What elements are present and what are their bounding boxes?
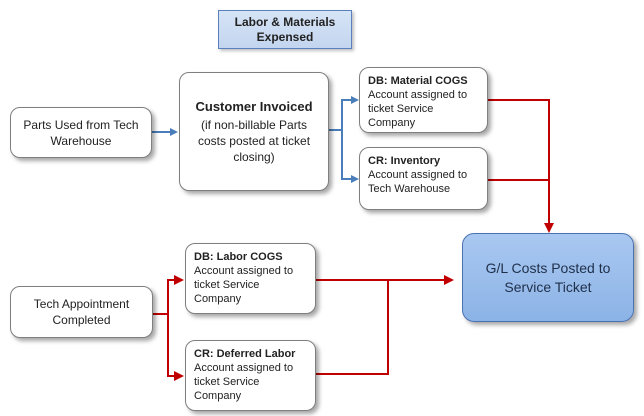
arrow-tech-split [153, 279, 176, 377]
node-db-labor-cogs-heading: DB: Labor COGS [194, 251, 283, 263]
node-tech-appointment-label: Tech Appointment Completed [33, 297, 130, 327]
node-db-material-cogs-body: Account assigned to ticket Service Compa… [368, 89, 468, 129]
node-gl-costs-label: G/L Costs Posted to Service Ticket [485, 259, 611, 295]
node-db-labor-cogs-body: Account assigned to ticket Service Compa… [194, 265, 294, 305]
arrow-labor-to-gl [316, 279, 389, 375]
node-db-material-cogs-heading: DB: Material COGS [368, 75, 468, 87]
node-customer-invoiced-heading: Customer Invoiced [195, 98, 313, 114]
node-db-material-cogs: DB: Material COGS Account assigned to ti… [359, 67, 488, 133]
node-cr-deferred-labor-body: Account assigned to ticket Service Compa… [194, 362, 294, 402]
node-gl-costs: G/L Costs Posted to Service Ticket [462, 233, 634, 322]
node-tech-appointment: Tech Appointment Completed [10, 286, 153, 338]
node-cr-inventory: CR: Inventory Account assigned to Tech W… [359, 147, 488, 210]
node-customer-invoiced: Customer Invoiced (if non-billable Parts… [179, 72, 329, 191]
node-cr-inventory-body: Account assigned to Tech Warehouse [368, 169, 468, 195]
node-cr-deferred-labor: CR: Deferred Labor Account assigned to t… [185, 340, 316, 411]
arrow-material-to-gl [488, 99, 550, 222]
node-customer-invoiced-note: (if non-billable Parts costs posted at t… [197, 117, 311, 164]
diagram-title: Labor & Materials Expensed [218, 10, 352, 49]
node-parts-used: Parts Used from Tech Warehouse [10, 107, 152, 158]
node-parts-used-label: Parts Used from Tech Warehouse [23, 117, 139, 148]
node-db-labor-cogs: DB: Labor COGS Account assigned to ticke… [185, 243, 316, 314]
node-cr-deferred-labor-heading: CR: Deferred Labor [194, 348, 296, 360]
diagram-title-text: Labor & Materials Expensed [234, 14, 336, 44]
arrow-invoiced-split [329, 99, 356, 180]
node-cr-inventory-heading: CR: Inventory [368, 155, 441, 167]
